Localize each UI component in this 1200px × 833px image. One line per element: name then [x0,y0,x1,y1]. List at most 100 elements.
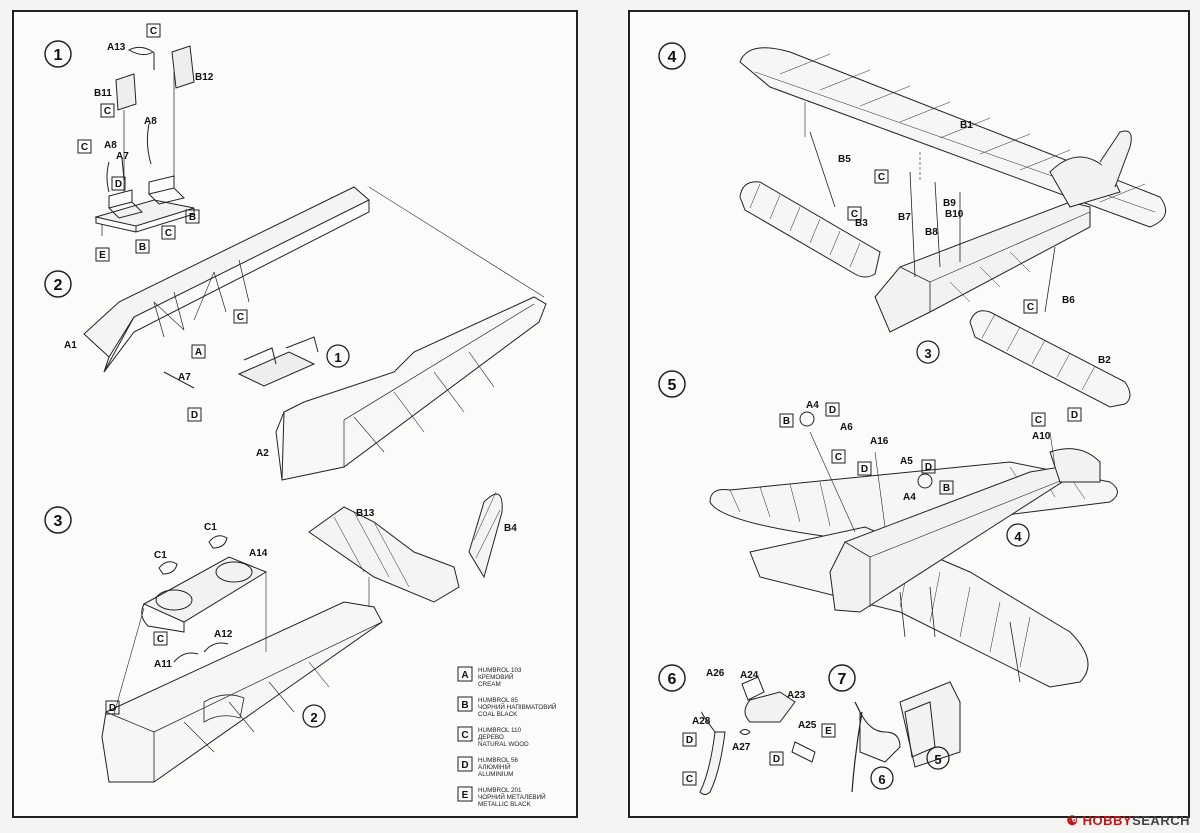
step2-fuselage [44,186,547,481]
part-label: A5 [900,456,913,467]
color-tag: D [925,462,932,473]
watermark-brand: HOBBY [1082,813,1133,828]
part-label: B13 [356,508,375,519]
legend-line: HUMBROL 103 [478,667,522,674]
legend-line: HUMBROL 201 [478,787,522,794]
part-label: A28 [692,716,711,727]
part-label: A27 [732,742,751,753]
color-tag: B [943,483,950,494]
color-legend [457,666,473,802]
part-label: B11 [94,88,112,99]
part-label: A12 [214,629,233,640]
watermark: ☯ HOBBYSEARCH [1066,813,1190,829]
part-label: C1 [154,550,167,561]
part-label: A7 [178,372,191,383]
step-number: 5 [668,377,677,394]
color-tag: C [686,774,693,785]
part-label: B10 [945,209,964,220]
color-tag: C [150,26,157,37]
step-ref: 5 [934,752,941,767]
part-label: A24 [740,670,759,681]
color-tag: C [157,634,164,645]
part-label: B2 [1098,355,1111,366]
watermark-suffix: SEARCH [1132,813,1190,828]
step4-wings [658,42,1167,408]
color-tag: C [1035,415,1042,426]
part-label: B4 [504,523,517,534]
step-number: 3 [54,513,63,530]
part-label: A6 [840,422,853,433]
color-tag: C [835,452,842,463]
legend-code: D [461,760,468,771]
color-tag: D [109,703,116,714]
step5-biplane [658,370,1118,688]
color-tag: D [191,410,198,421]
step3-fuselage-tail [44,491,503,783]
step-number: 4 [668,49,677,66]
part-label: A10 [1032,431,1051,442]
step-ref: 3 [924,346,931,361]
legend-line: ЧОРНИЙ НАПІВМАТОВИЙ [478,702,557,711]
part-label: B3 [855,218,868,229]
part-label: B6 [1062,295,1075,306]
color-tag: C [104,106,111,117]
legend-line: АЛЮМІНІЙ [478,762,511,771]
part-label: A1 [64,340,77,351]
step7-final-nose [828,664,961,793]
part-label: A2 [256,448,269,459]
watermark-logo-icon: ☯ [1066,813,1079,828]
step6-engine [658,664,816,795]
step-number: 6 [668,671,677,688]
part-label: B5 [838,154,851,165]
part-label: A4 [806,400,819,411]
part-label: A25 [798,720,817,731]
part-label: B7 [898,212,911,223]
color-tag: E [99,250,106,261]
step-ref: 4 [1014,529,1022,544]
color-tag: B [189,212,196,223]
color-tag: E [825,726,832,737]
instruction-panel-right: 4 5 6 7 3 4 5 6 B1 B5 B3 B7 B8 B9 B10 B6… [628,10,1190,818]
color-tag: D [773,754,780,765]
step1-seat-assembly [44,40,195,236]
step-ref: 2 [310,710,317,725]
part-label: B1 [960,120,973,131]
legend-code: E [462,790,469,801]
part-label: A11 [154,659,172,670]
color-tag: D [115,179,122,190]
color-tag: D [829,405,836,416]
part-label: A13 [107,42,126,53]
step-number: 7 [838,671,847,688]
left-panel-drawing: 1 2 3 1 2 A13 B12 B11 A8 A8 A7 A1 A7 A2 … [44,23,557,808]
legend-line: METALLIC BLACK [478,801,532,808]
legend-line: NATURAL WOOD [478,741,529,748]
color-tag: D [686,735,693,746]
step-ref: 1 [334,350,341,365]
part-label: C1 [204,522,217,533]
part-label: A23 [787,690,806,701]
legend-line: COAL BLACK [478,711,518,718]
color-tag: B [783,416,790,427]
legend-line: ALUMINIUM [478,771,513,778]
part-label: A8 [104,140,117,151]
part-label: A4 [903,492,916,503]
step-number: 1 [54,47,63,64]
right-panel-drawing: 4 5 6 7 3 4 5 6 B1 B5 B3 B7 B8 B9 B10 B6… [658,42,1167,795]
legend-line: HUMBROL 85 [478,697,519,704]
legend-code: A [461,670,468,681]
color-tag: C [878,172,885,183]
legend-code: C [461,730,468,741]
color-tag: A [195,347,202,358]
part-label: A14 [249,548,268,559]
part-label: A26 [706,668,725,679]
color-tag: C [237,312,244,323]
color-tag: B [139,242,146,253]
legend-line: CREAM [478,681,501,688]
legend-line: ДЕРЕВО [478,734,504,741]
legend-code: B [461,700,468,711]
color-tag: C [1027,302,1034,313]
instruction-panel-left: 1 2 3 1 2 A13 B12 B11 A8 A8 A7 A1 A7 A2 … [12,10,578,818]
color-tag: D [861,464,868,475]
color-tag: C [165,228,172,239]
color-tag: D [1071,410,1078,421]
